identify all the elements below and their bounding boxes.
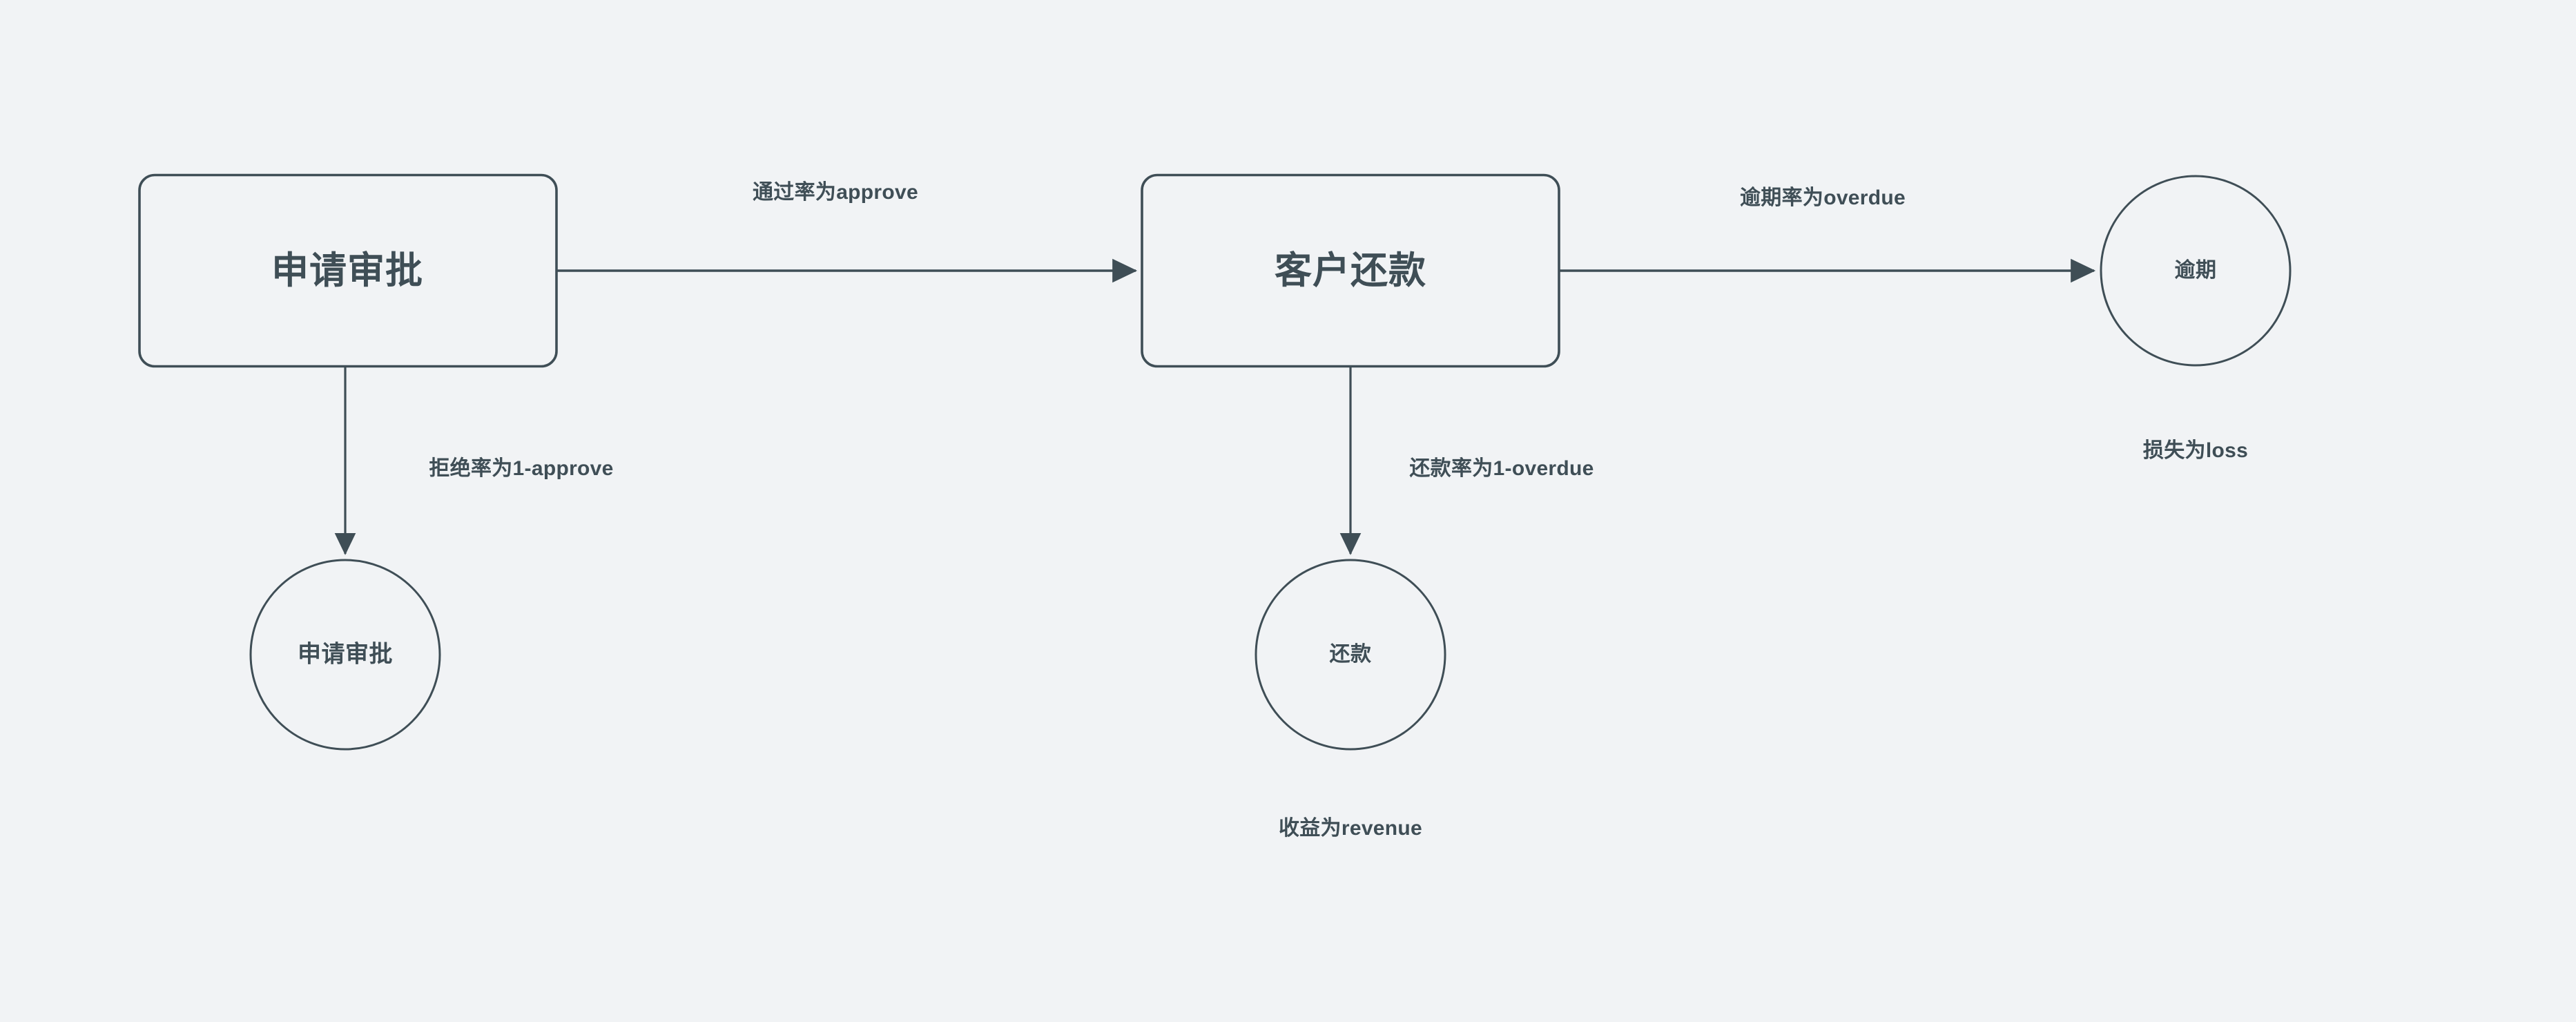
node-repay-outcome[interactable] xyxy=(1255,559,1446,751)
node-customer-repay[interactable] xyxy=(1141,173,1560,368)
node-overdue-outcome[interactable] xyxy=(2100,175,2292,367)
node-apply-review[interactable] xyxy=(138,173,558,368)
node-reject-outcome[interactable] xyxy=(249,559,441,751)
